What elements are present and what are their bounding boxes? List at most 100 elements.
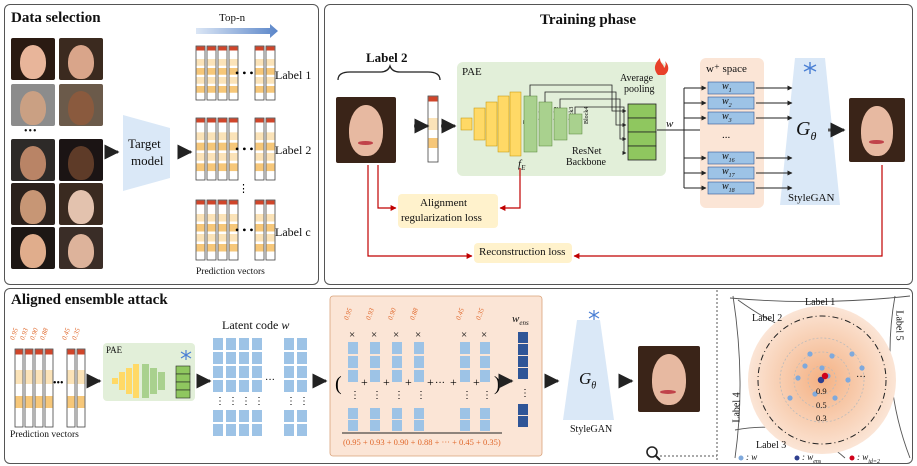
target-model-shape bbox=[123, 115, 170, 191]
vector-cell bbox=[196, 224, 205, 232]
w-item-label: w17 bbox=[722, 166, 735, 179]
generator-main: G bbox=[796, 118, 811, 140]
ws-cell bbox=[370, 420, 380, 431]
map-label-4: Label 4 bbox=[731, 392, 743, 423]
pae-deconv-layer bbox=[485, 101, 498, 147]
ws-close-paren: ) bbox=[494, 373, 501, 395]
pae-mini-deconv bbox=[126, 368, 132, 394]
resnet-block bbox=[568, 113, 583, 135]
ws-cell bbox=[392, 356, 402, 368]
vector-cell bbox=[255, 68, 264, 75]
face-thumbnail bbox=[11, 227, 55, 269]
ws-open-paren: ( bbox=[335, 373, 342, 395]
ws-times: × bbox=[393, 329, 399, 341]
latent-cell bbox=[213, 366, 223, 378]
resnet-line2: Backbone bbox=[566, 157, 606, 168]
alignment-line1: Alignment bbox=[420, 197, 468, 209]
vector-top-cell bbox=[229, 200, 238, 205]
vector-bar bbox=[34, 348, 44, 428]
latent-cell bbox=[297, 380, 307, 392]
ws-cell bbox=[480, 420, 490, 431]
skip-connection bbox=[544, 91, 627, 127]
ws-cell bbox=[392, 408, 402, 419]
vector-cell bbox=[266, 224, 275, 232]
training-vector bbox=[427, 95, 439, 163]
ws-cell bbox=[348, 342, 358, 354]
vector-cell bbox=[266, 142, 275, 151]
resnet-block bbox=[553, 107, 568, 141]
w-item-label: w1 bbox=[722, 81, 732, 94]
face-thumbnail bbox=[11, 38, 55, 80]
latent-cell bbox=[213, 338, 223, 350]
vector-cell bbox=[218, 132, 227, 141]
vector-cell bbox=[45, 370, 53, 384]
ws-vdots: ⋮ bbox=[462, 390, 472, 401]
vector-dots: • • • bbox=[235, 66, 254, 80]
vector-cell bbox=[229, 244, 238, 252]
latent-vdots: ⋮ bbox=[241, 396, 251, 407]
face-output-training bbox=[849, 98, 905, 162]
ws-plus: + bbox=[473, 375, 480, 389]
latent-vdots: ⋮ bbox=[254, 396, 264, 407]
face-thumbnail bbox=[11, 139, 55, 181]
resnet-block bbox=[538, 101, 553, 147]
latent-cell bbox=[252, 424, 262, 436]
vector-bar bbox=[76, 348, 86, 428]
latent-cell bbox=[297, 410, 307, 422]
attack-generator-sub: θ bbox=[591, 380, 597, 392]
attack-generator-main: G bbox=[579, 369, 592, 388]
ws-cell bbox=[460, 342, 470, 354]
wens-cell bbox=[518, 344, 528, 355]
vector-cell bbox=[255, 214, 264, 222]
pae-mini-block bbox=[158, 372, 165, 390]
vector-cell bbox=[207, 244, 216, 252]
ws-cell bbox=[414, 408, 424, 419]
latent-cell bbox=[213, 410, 223, 422]
ws-cell bbox=[460, 420, 470, 431]
vector-cell bbox=[67, 370, 75, 384]
snowflake-icon-pae bbox=[180, 350, 192, 360]
vector-cell bbox=[207, 234, 216, 242]
vector-top-cell bbox=[428, 96, 438, 102]
ws-plus: + bbox=[383, 375, 390, 389]
vector-dots: • • • bbox=[235, 142, 254, 156]
ws-cell bbox=[348, 356, 358, 368]
pae-mini-block bbox=[142, 364, 149, 398]
pae-mini-pool bbox=[175, 381, 191, 391]
ws-cell bbox=[392, 370, 402, 382]
face-thumbnail bbox=[59, 84, 103, 126]
vector-cell bbox=[229, 77, 238, 84]
legend-wens: : wens bbox=[802, 452, 821, 465]
data-selection-title: Data selection bbox=[11, 10, 101, 26]
ws-cell bbox=[460, 370, 470, 382]
ws-times: × bbox=[481, 329, 487, 341]
vector-top-cell bbox=[255, 200, 264, 205]
wens-cell bbox=[518, 416, 528, 427]
stylegan-label-attack: StyleGAN bbox=[570, 424, 613, 435]
legend-w: : w bbox=[746, 452, 758, 462]
vector-cell bbox=[196, 59, 205, 66]
latent-code-columns: ⋮⋮⋮⋮⋮⋮··· bbox=[213, 338, 309, 436]
wens-cell bbox=[518, 356, 528, 367]
vector-cell bbox=[196, 132, 205, 141]
vector-cell bbox=[255, 153, 264, 161]
vector-top-cell bbox=[218, 200, 227, 205]
stylegan-label-training: StyleGAN bbox=[788, 192, 835, 204]
vector-bar bbox=[66, 348, 76, 428]
pae-mini-pool bbox=[175, 389, 191, 399]
ws-cell bbox=[480, 408, 490, 419]
vector-cell bbox=[255, 224, 264, 232]
latent-cell bbox=[297, 424, 307, 436]
vector-cell bbox=[266, 244, 275, 252]
map-label-3: Label 3 bbox=[756, 440, 787, 451]
pooling-cell bbox=[627, 131, 657, 147]
latent-cell bbox=[284, 410, 294, 422]
reconstruction-label: Reconstruction loss bbox=[479, 246, 566, 258]
map-label-2: Label 2 bbox=[752, 313, 783, 324]
pae-mini-deconv bbox=[133, 364, 139, 398]
latent-vdots: ⋮ bbox=[215, 396, 225, 407]
ws-cell bbox=[480, 342, 490, 354]
target-model-line2: model bbox=[131, 153, 164, 168]
ws-cell bbox=[460, 356, 470, 368]
fe-main: f bbox=[518, 158, 522, 170]
